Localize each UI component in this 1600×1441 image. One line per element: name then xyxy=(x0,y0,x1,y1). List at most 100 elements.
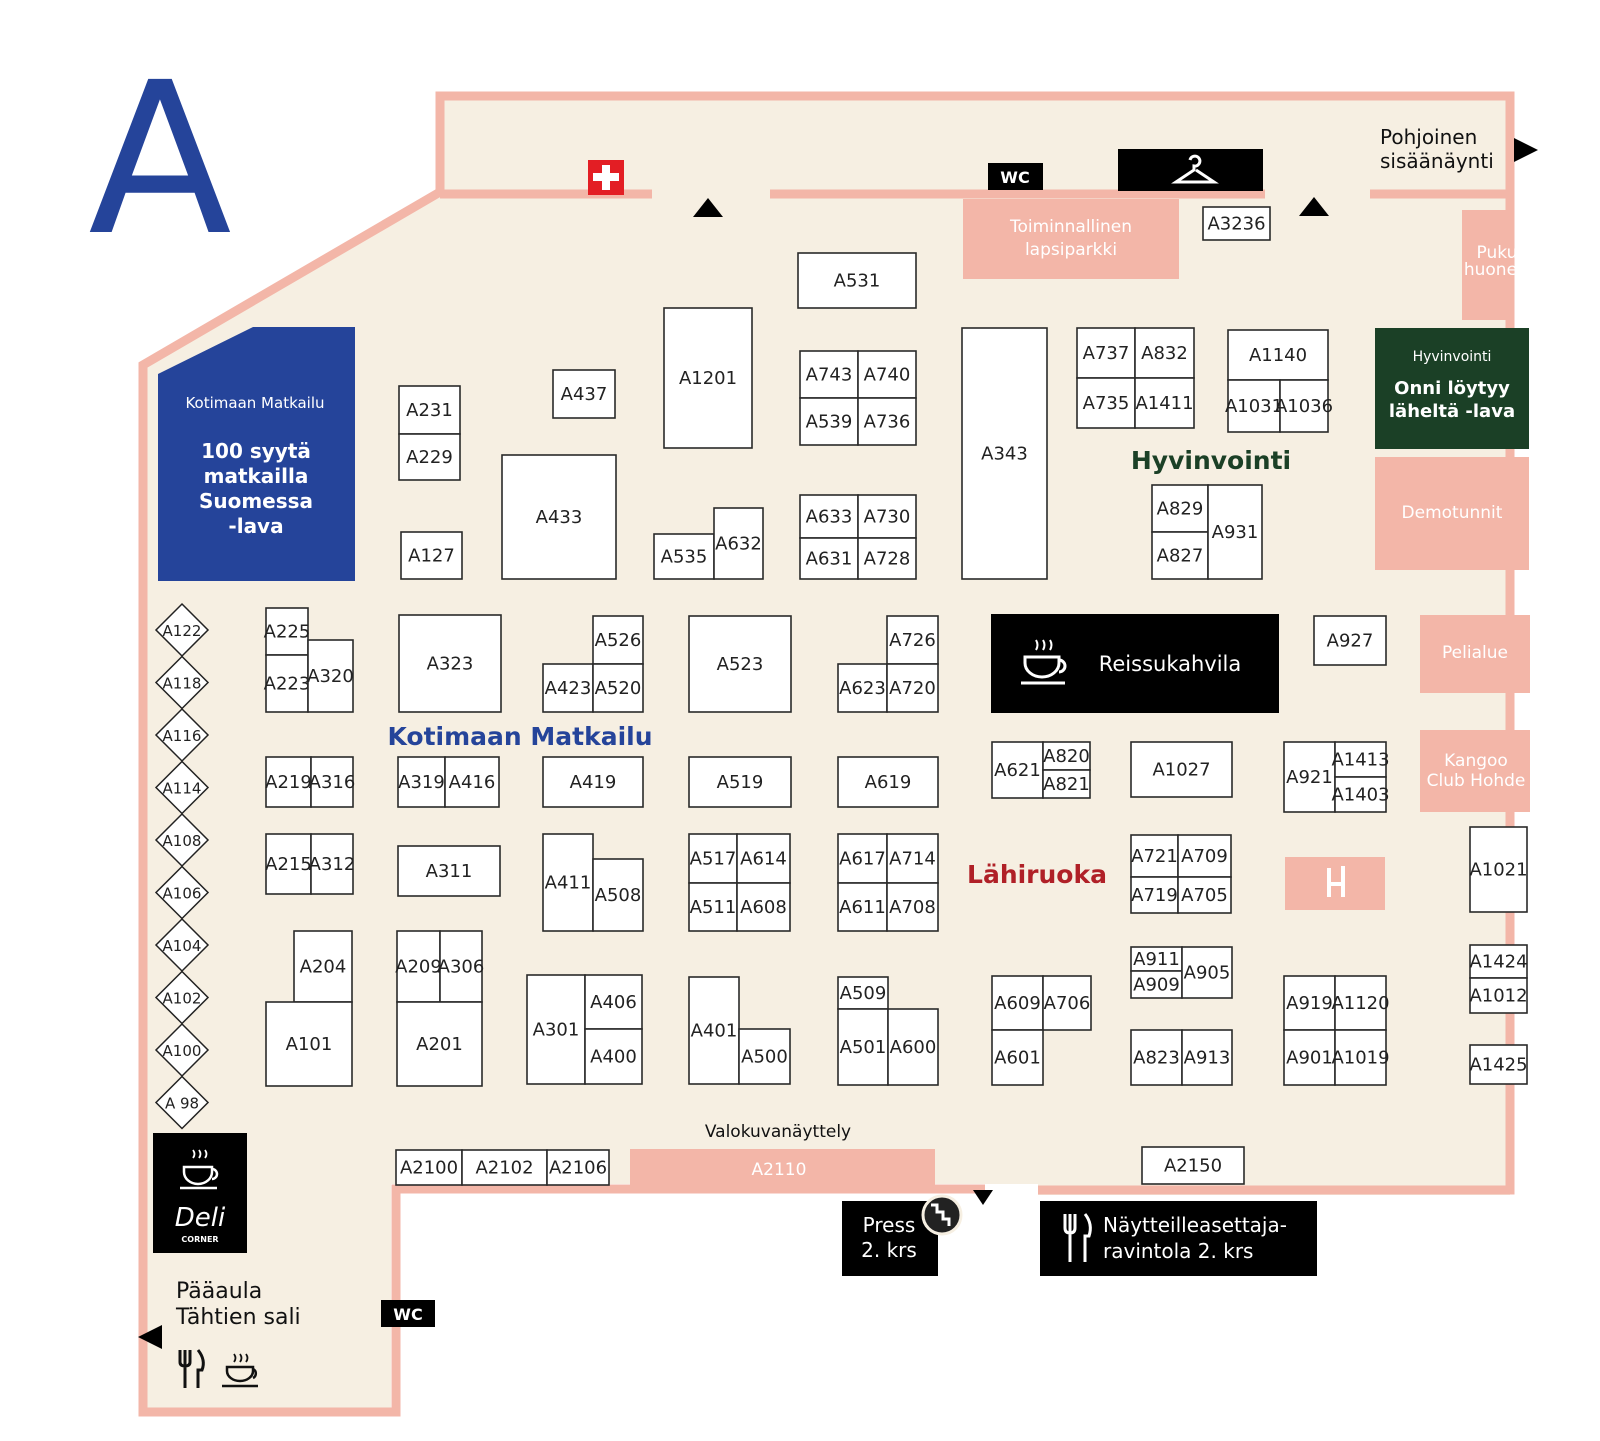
restaurant-sign: Näytteilleasettaja- ravintola 2. krs xyxy=(1040,1201,1317,1276)
booth-label: A609 xyxy=(994,993,1041,1014)
booth: A911 xyxy=(1130,946,1183,972)
booth-box xyxy=(857,397,917,446)
booth: A611 xyxy=(837,882,888,932)
wc-sign: WC xyxy=(381,1300,435,1327)
booth-label: A511 xyxy=(690,897,737,918)
booth: A601 xyxy=(991,1029,1044,1086)
booth-label: A3236 xyxy=(1207,214,1265,235)
booth: A501 xyxy=(837,1008,889,1086)
booth: A319 xyxy=(397,756,446,808)
press-sign: Press 2. krs xyxy=(842,1194,963,1276)
booth-label: A520 xyxy=(595,678,642,699)
small-booth: A102 xyxy=(154,970,210,1025)
cutlery-icon xyxy=(178,1349,205,1388)
booth-label: A743 xyxy=(806,365,853,386)
booth: A509 xyxy=(837,976,889,1010)
booth-label: A306 xyxy=(438,957,485,978)
booth: A2150 xyxy=(1141,1146,1245,1185)
booth-label: A709 xyxy=(1181,846,1228,867)
booth: A737 xyxy=(1076,327,1136,379)
booth-box xyxy=(1130,876,1179,914)
small-booth: A100 xyxy=(154,1022,210,1078)
booth: A223 xyxy=(264,654,310,713)
booth-label: A343 xyxy=(981,444,1028,465)
booth-box xyxy=(400,531,463,580)
booth: A535 xyxy=(653,533,715,580)
booth-box xyxy=(1313,615,1387,666)
booth: A730 xyxy=(857,494,917,539)
booth-box xyxy=(396,1001,483,1087)
booth-label: A1027 xyxy=(1152,760,1210,781)
booth-box xyxy=(1227,379,1281,433)
booth: A614 xyxy=(736,833,791,884)
area-demotunnit: Demotunnit xyxy=(1375,457,1529,570)
booth-label: A730 xyxy=(864,507,911,528)
booth-label: A526 xyxy=(595,630,642,651)
booth-label: A1021 xyxy=(1469,860,1527,881)
svg-text:Kotimaan Matkailu: Kotimaan Matkailu xyxy=(185,394,324,412)
svg-text:Toiminnallinen: Toiminnallinen xyxy=(1009,217,1132,237)
booth-box xyxy=(799,350,859,399)
booth-box xyxy=(310,756,354,808)
booth-box xyxy=(542,756,644,808)
booth: A901 xyxy=(1283,1029,1336,1086)
booth-box xyxy=(886,882,939,932)
booth: A708 xyxy=(886,882,939,932)
svg-text:Reissukahvila: Reissukahvila xyxy=(1099,652,1242,676)
small-booth-label: A100 xyxy=(163,1042,202,1060)
booth: A705 xyxy=(1177,876,1232,914)
booth-box xyxy=(592,858,644,932)
booth: A343 xyxy=(961,327,1048,580)
booth-label: A1036 xyxy=(1275,396,1333,417)
booth: A419 xyxy=(542,756,644,808)
booth-label: A127 xyxy=(408,546,455,567)
stairs-icon xyxy=(921,1194,963,1236)
booth-box xyxy=(444,756,500,808)
booth: A728 xyxy=(857,537,917,580)
booth: A832 xyxy=(1134,327,1195,379)
svg-text:Pohjoinen: Pohjoinen xyxy=(1380,125,1477,149)
booth-box xyxy=(1334,776,1387,813)
booth-label: A832 xyxy=(1141,343,1188,364)
svg-text:lapsiparkki: lapsiparkki xyxy=(1025,240,1117,260)
booth-box xyxy=(1227,329,1329,381)
small-booth-label: A 98 xyxy=(165,1095,199,1113)
booth-box xyxy=(886,615,939,665)
booth-box xyxy=(1469,944,1528,979)
booth-label: A2106 xyxy=(549,1158,607,1179)
booth: A531 xyxy=(797,252,917,309)
booth: A539 xyxy=(799,397,859,446)
booth: A821 xyxy=(1042,769,1091,799)
booth: A927 xyxy=(1313,615,1387,666)
booth: A623 xyxy=(837,663,888,713)
coffee-cup-icon xyxy=(222,1353,258,1388)
booth-label: A611 xyxy=(839,897,886,918)
booth-box xyxy=(592,615,644,665)
booth: A709 xyxy=(1177,834,1232,878)
booth-box xyxy=(688,756,792,808)
booth-label: A601 xyxy=(994,1048,1041,1069)
booth: A909 xyxy=(1130,970,1183,999)
zone-label-lahiruoka: Lähiruoka xyxy=(967,860,1107,889)
small-booth: A114 xyxy=(154,760,210,815)
booth: A416 xyxy=(444,756,500,808)
booth-label: A500 xyxy=(741,1047,788,1068)
booth: A1120 xyxy=(1331,975,1390,1031)
booth: A306 xyxy=(438,930,485,1003)
booth-label: A714 xyxy=(889,849,936,870)
wc-sign: WC xyxy=(988,163,1043,190)
booth-label: A201 xyxy=(416,1034,463,1055)
booth-box xyxy=(1202,206,1271,241)
first-aid-icon xyxy=(588,160,624,195)
booth-label: A411 xyxy=(545,873,592,894)
booth: A1140 xyxy=(1227,329,1329,381)
svg-text:huoneet: huoneet xyxy=(1464,260,1535,280)
area-lapsiparkki: Toiminnallinen lapsiparkki xyxy=(963,199,1179,279)
booth: A1201 xyxy=(663,307,753,449)
svg-text:100 syytä: 100 syytä xyxy=(201,439,311,463)
arrow-right-icon xyxy=(1514,138,1538,162)
booth: A1031 xyxy=(1225,379,1283,433)
booth-label: A316 xyxy=(309,772,356,793)
cafe-deli-corner: Deli CORNER xyxy=(153,1133,247,1253)
booth-label: A719 xyxy=(1131,885,1178,906)
